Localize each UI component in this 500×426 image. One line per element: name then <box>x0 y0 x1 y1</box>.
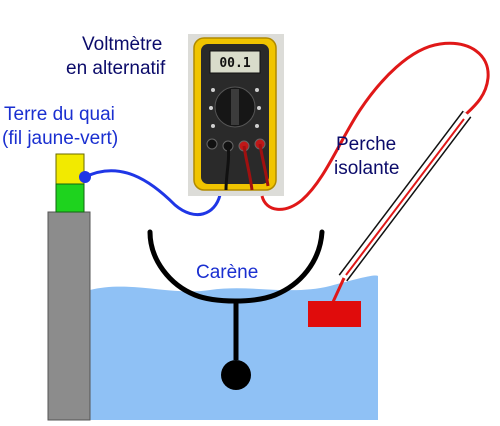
ballast-bulb <box>221 360 251 390</box>
hull-label: Carène <box>196 262 259 283</box>
ground-label-line1: Terre du quai <box>4 104 115 125</box>
multimeter: 00.1 <box>188 34 284 196</box>
insulating-pole <box>338 110 472 282</box>
probe-electrode <box>308 301 361 327</box>
ground-label-line2: (fil jaune-vert) <box>2 128 119 149</box>
voltmeter-label-line2: en alternatif <box>66 58 166 79</box>
hull <box>147 229 325 304</box>
quay-post <box>47 211 91 421</box>
multimeter-reading: 00.1 <box>219 56 250 71</box>
voltmeter-label-line1: Voltmètre <box>82 34 163 55</box>
probe-rod <box>331 277 346 303</box>
pole-label-line1: Perche <box>336 134 397 155</box>
terminal-green <box>55 183 85 213</box>
pole-label-line2: isolante <box>334 158 400 179</box>
probe-wire <box>260 41 490 211</box>
